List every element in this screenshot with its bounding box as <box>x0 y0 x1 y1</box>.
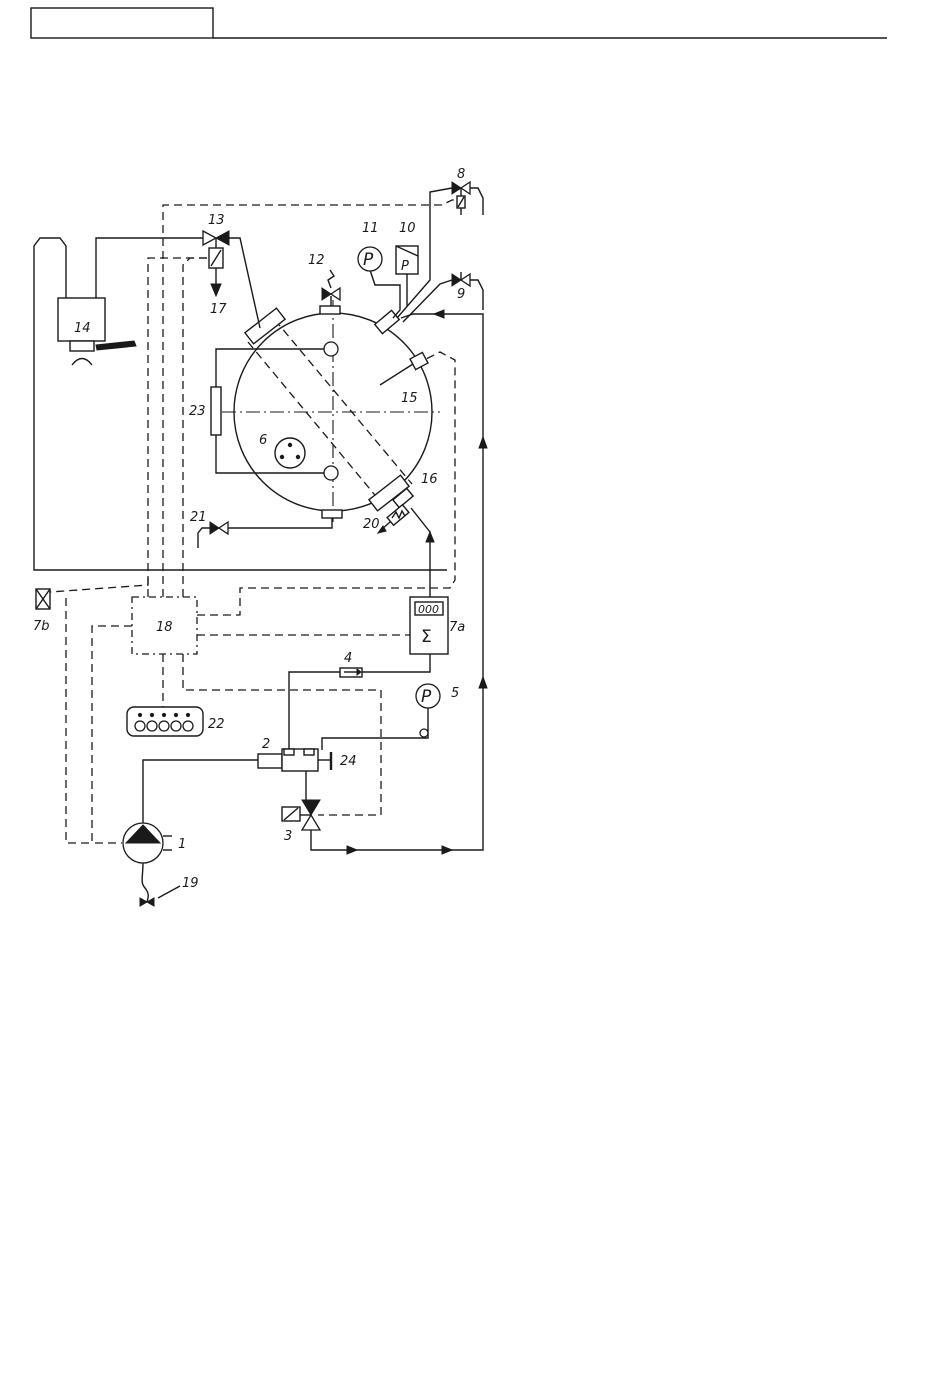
solenoid-valve-3[interactable] <box>282 800 320 830</box>
anti-vacuum-valve-20[interactable] <box>378 505 409 533</box>
label-7b: 7b <box>33 619 50 634</box>
label-1: 1 <box>178 837 186 852</box>
label-7a: 7a <box>449 620 465 635</box>
top-fitting <box>320 306 340 314</box>
level-probe-15 <box>380 352 428 385</box>
label-10: 10 <box>399 221 416 236</box>
pressure-connector <box>375 310 400 333</box>
safety-valve-12[interactable] <box>322 270 340 300</box>
flowmeter-2[interactable] <box>258 749 331 800</box>
level-port-bottom <box>324 466 338 480</box>
label-24: 24 <box>340 754 357 769</box>
brew-group-14[interactable] <box>58 298 136 365</box>
counter-display: 000 <box>418 603 439 616</box>
label-11: 11 <box>362 221 379 236</box>
label-8: 8 <box>457 167 465 182</box>
label-20: 20 <box>363 517 380 532</box>
pressure-gauge-5: P <box>416 684 440 708</box>
bottom-fitting <box>322 510 342 518</box>
label-5: 5 <box>451 686 459 701</box>
valve-8[interactable] <box>452 182 470 215</box>
label-16: 16 <box>421 472 438 487</box>
leader-19 <box>158 886 180 898</box>
level-port-top <box>324 342 338 356</box>
label-18: 18 <box>156 620 173 635</box>
heating-element-6 <box>275 438 305 468</box>
label-12: 12 <box>308 253 325 268</box>
sensor-7b <box>36 589 50 609</box>
label-17: 17 <box>210 302 227 317</box>
gauge-11-symbol: P <box>363 250 374 270</box>
label-4: 4 <box>344 651 352 666</box>
label-21: 21 <box>190 510 207 525</box>
label-23: 23 <box>189 404 206 419</box>
label-19: 19 <box>182 876 199 891</box>
valve-9[interactable] <box>452 272 470 286</box>
water-circuit <box>34 188 483 902</box>
drain-arrow-17 <box>211 284 221 296</box>
pressure-gauge-11: P <box>358 247 382 271</box>
level-glass-23 <box>211 387 221 435</box>
label-6: 6 <box>259 433 267 448</box>
label-9: 9 <box>457 287 465 302</box>
header-box <box>31 8 213 38</box>
suction-tap-19[interactable] <box>140 898 154 906</box>
page-header <box>31 8 887 38</box>
label-3: 3 <box>284 829 292 844</box>
drain-valve-21[interactable] <box>210 522 228 534</box>
pressure-switch-10: P <box>396 246 418 274</box>
label-2: 2 <box>262 737 270 752</box>
boiler <box>211 300 440 522</box>
check-valve-4[interactable] <box>340 668 362 677</box>
volumetric-counter-7a: 000 Σ <box>410 597 448 654</box>
label-22: 22 <box>208 717 225 732</box>
keypad-22[interactable] <box>127 707 203 736</box>
label-15: 15 <box>401 391 418 406</box>
label-13: 13 <box>208 213 225 228</box>
valve-13[interactable] <box>203 231 229 268</box>
label-14: 14 <box>74 321 91 336</box>
component-labels: 1 2 3 4 5 6 7a 7b 8 9 10 11 12 13 14 15 … <box>33 167 465 891</box>
exchanger-flange-top <box>245 308 285 344</box>
pump-1[interactable] <box>123 823 172 863</box>
gauge-5-symbol: P <box>421 687 432 707</box>
switch-10-symbol: P <box>401 259 409 274</box>
counter-sigma: Σ <box>421 627 432 647</box>
